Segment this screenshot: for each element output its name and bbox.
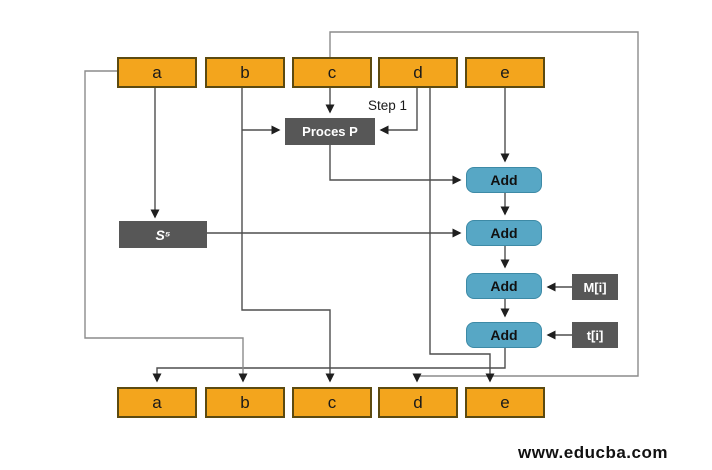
top-register-d: d — [378, 57, 458, 88]
proces-p-node: Proces P — [285, 118, 375, 145]
add-node-3-label: Add — [490, 278, 518, 294]
bottom-register-d-label: d — [413, 392, 423, 412]
bottom-register-e: e — [465, 387, 545, 418]
top-register-b: b — [205, 57, 285, 88]
bottom-register-c: c — [292, 387, 372, 418]
bottom-register-c-label: c — [327, 392, 337, 412]
top-register-c-label: c — [327, 62, 337, 82]
educba-watermark: www.educba.com — [518, 443, 668, 462]
m-input-label: M[i] — [583, 279, 607, 295]
m-input-node: M[i] — [572, 274, 618, 300]
add-node-1: Add — [466, 167, 542, 193]
s5-label: S⁵ — [155, 226, 171, 243]
step1-annotation: Step 1 — [368, 98, 408, 113]
edge-b-to-bottom-c — [241, 88, 335, 383]
top-register-a-label: a — [152, 62, 162, 82]
top-register-a: a — [117, 57, 197, 88]
add-node-4-label: Add — [490, 327, 518, 343]
top-register-c: c — [292, 57, 372, 88]
edge-c-loop-to-bottom-d — [329, 31, 639, 383]
top-register-b-label: b — [240, 62, 250, 82]
proces-p-label: Proces P — [302, 124, 358, 139]
bottom-register-e-label: e — [500, 392, 510, 412]
add-node-4: Add — [466, 322, 542, 348]
bottom-register-a-label: a — [152, 392, 162, 412]
top-register-e: e — [465, 57, 545, 88]
bottom-register-b: b — [205, 387, 285, 418]
t-input-label: t[i] — [586, 327, 604, 343]
t-input-node: t[i] — [572, 322, 618, 348]
top-register-d-label: d — [413, 62, 423, 82]
edge-a-loop-to-bottom-b — [84, 70, 248, 383]
s5-shift-node: S⁵ — [119, 221, 207, 248]
top-register-e-label: e — [500, 62, 510, 82]
add-node-2: Add — [466, 220, 542, 246]
add-node-3: Add — [466, 273, 542, 299]
bottom-register-b-label: b — [240, 392, 250, 412]
edge-d-to-procesp — [379, 88, 418, 135]
add-node-1-label: Add — [490, 172, 518, 188]
edge-add4-to-bottom-a — [152, 348, 506, 383]
bottom-register-d: d — [378, 387, 458, 418]
bottom-register-a: a — [117, 387, 197, 418]
add-node-2-label: Add — [490, 225, 518, 241]
edge-procesp-to-add1 — [329, 145, 462, 185]
